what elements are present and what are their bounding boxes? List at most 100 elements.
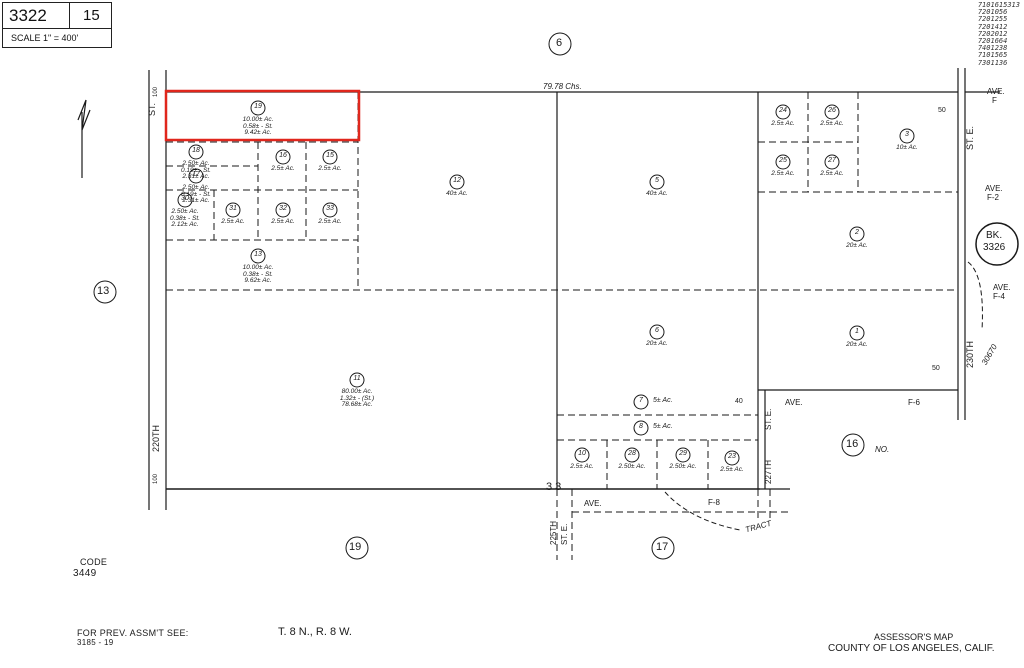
parcel-number: 26	[828, 107, 836, 114]
adjacent-page-19: 19	[349, 541, 362, 553]
header-divider	[69, 3, 70, 28]
parcel-area: 2.5± Ac.	[290, 165, 370, 173]
no-label: NO.	[875, 445, 890, 454]
parcel-number: 27	[828, 157, 836, 164]
parcel-area: 2.50± Ac.0.19± - St.2.31± Ac.	[156, 160, 236, 181]
parcel-area-line: 2.31± Ac.	[182, 197, 210, 204]
code-value: 3449	[73, 568, 97, 579]
parcel-area: 2.50± Ac.	[643, 463, 723, 471]
st-225-label: ST. E.	[560, 523, 569, 545]
parcel-area-line: 0.19± - St.	[181, 190, 211, 198]
parcel-area-line: 10.00± Ac.	[242, 116, 274, 123]
parcel-number: 24	[779, 107, 787, 114]
parcel-area: 2.5± Ac.	[290, 218, 370, 226]
parcel-area-line: 0.58± - St.	[243, 122, 273, 130]
ave-f6-code: F-6	[908, 398, 920, 407]
parcel-number: 31	[229, 205, 237, 212]
parcel-area: 2.5± Ac.	[792, 170, 872, 178]
parcel-area-line: 9.42± Ac.	[244, 129, 272, 136]
book-ref-curve	[967, 261, 983, 331]
street-label-220th: 220TH	[151, 424, 161, 452]
code-label: CODE	[80, 557, 108, 567]
prev-assmt-value: 3185 - 19	[77, 638, 114, 647]
side-code: 7401238	[977, 44, 1008, 53]
ave-f2-label: AVE.	[985, 184, 1003, 193]
scale-label: SCALE 1" = 400'	[11, 33, 79, 43]
parcel-number: 12	[453, 177, 461, 184]
page-number: 15	[83, 7, 100, 24]
parcel-area: 2.5± Ac.	[792, 120, 872, 128]
parcel-area-line: 2.5± Ac.	[820, 170, 844, 177]
parcel-number: 1	[855, 328, 859, 335]
parcel-area: 2.5± Ac.	[243, 165, 323, 173]
book-number: 3322	[9, 6, 47, 25]
top-dimension: 79.78 Chs.	[543, 82, 582, 91]
parcel-area-line: 2.5± Ac.	[820, 120, 844, 127]
side-code-list: 7101615313 7201056 7201255 7201412 72020…	[977, 1, 1020, 67]
parcel-number: 6	[655, 327, 659, 334]
ave-f4-code: F-4	[993, 292, 1005, 301]
parcel-area-line: 2.5± Ac.	[771, 170, 795, 177]
side-code: 7201664	[977, 37, 1008, 46]
parcel-area-line: 40± Ac.	[446, 190, 468, 197]
parcel-area-line: 2.5± Ac.	[771, 120, 795, 127]
prev-assmt-label: FOR PREV. ASSM'T SEE:	[77, 628, 189, 638]
parcel-number: 33	[326, 205, 334, 212]
dim-100-top: 100	[153, 86, 159, 97]
parcel-area-line: 2.50± Ac.	[669, 463, 697, 470]
street-label-st-e-right: ST. E.	[965, 125, 975, 150]
parcel-number: 19	[254, 103, 262, 110]
parcel-area: 10.00± Ac.0.38± - St.9.62± Ac.	[218, 264, 298, 285]
header-rule	[3, 28, 111, 29]
map-header: 3322 15 SCALE 1" = 400'	[2, 2, 112, 48]
parcel-area-line: 1.32± - (St.)	[339, 394, 375, 402]
parcel-area-line: 2.50± Ac.	[618, 463, 646, 470]
parcel-circles	[93, 32, 1019, 560]
parcel-area: 10± Ac.	[867, 144, 947, 152]
parcel-area: 2.5± Ac.	[193, 218, 273, 226]
side-code: 7101615313	[977, 1, 1020, 9]
county-title: COUNTY OF LOS ANGELES, CALIF.	[828, 643, 995, 654]
parcel-area-line: 10± Ac.	[896, 144, 918, 151]
north-arrow	[77, 99, 91, 178]
ave-f-label: AVE.	[987, 87, 1005, 96]
parcel-area: 20± Ac.	[817, 341, 897, 349]
parcel-number: 10	[578, 450, 586, 457]
parcel-area: 2.5± Ac.	[542, 463, 622, 471]
parcel-area: 2.5± Ac.	[743, 120, 823, 128]
parcel-number: 15	[326, 152, 334, 159]
tract-curve	[664, 491, 741, 531]
parcel-number: 17	[192, 171, 200, 178]
adjacent-page-13: 13	[97, 285, 110, 297]
parcel-area-line: 2.50± Ac.	[171, 208, 199, 215]
side-code: 7101565	[977, 51, 1008, 60]
parcel-area: 20± Ac.	[817, 242, 897, 250]
parcel-area: 2.5± Ac.	[243, 218, 323, 226]
parcel-number: 3	[905, 131, 909, 138]
parcel-area-line: 2.5± Ac.	[570, 463, 594, 470]
ave-f8-code: F-8	[708, 498, 720, 507]
street-label-230th: 230TH	[965, 340, 975, 368]
parcel-area-line: 9.62± Ac.	[244, 277, 272, 284]
township-range: T. 8 N., R. 8 W.	[278, 626, 352, 638]
parcel-number: 23	[728, 453, 736, 460]
parcel-area-line: 10.00± Ac.	[242, 264, 274, 271]
parcel-number: 30	[181, 195, 189, 202]
st-225-number: 225TH	[549, 520, 558, 545]
parcel-number: 5	[655, 177, 659, 184]
parcel-area: 10.00± Ac.0.58± - St.9.42± Ac.	[218, 116, 298, 137]
parcel-area-line: 0.38± - St.	[170, 214, 200, 222]
side-code: 7301136	[977, 58, 1008, 67]
ave-f6-label: AVE.	[785, 398, 803, 407]
dim-50-bottom: 50	[932, 365, 940, 372]
parcel-area-line: 40± Ac.	[646, 190, 668, 197]
parcel-area-line: 2.5± Ac.	[720, 466, 744, 473]
parcel-area: 40± Ac.	[417, 190, 497, 198]
parcel-number: 16	[279, 152, 287, 159]
book-ref-label: BK.	[986, 230, 1003, 241]
parcel-area-line: 2.12± Ac.	[171, 221, 199, 228]
parcel-area: 5± Ac.	[653, 423, 673, 430]
parcel-number: 11	[353, 375, 361, 382]
parcel-area-line: 2.50± Ac.	[182, 160, 210, 167]
